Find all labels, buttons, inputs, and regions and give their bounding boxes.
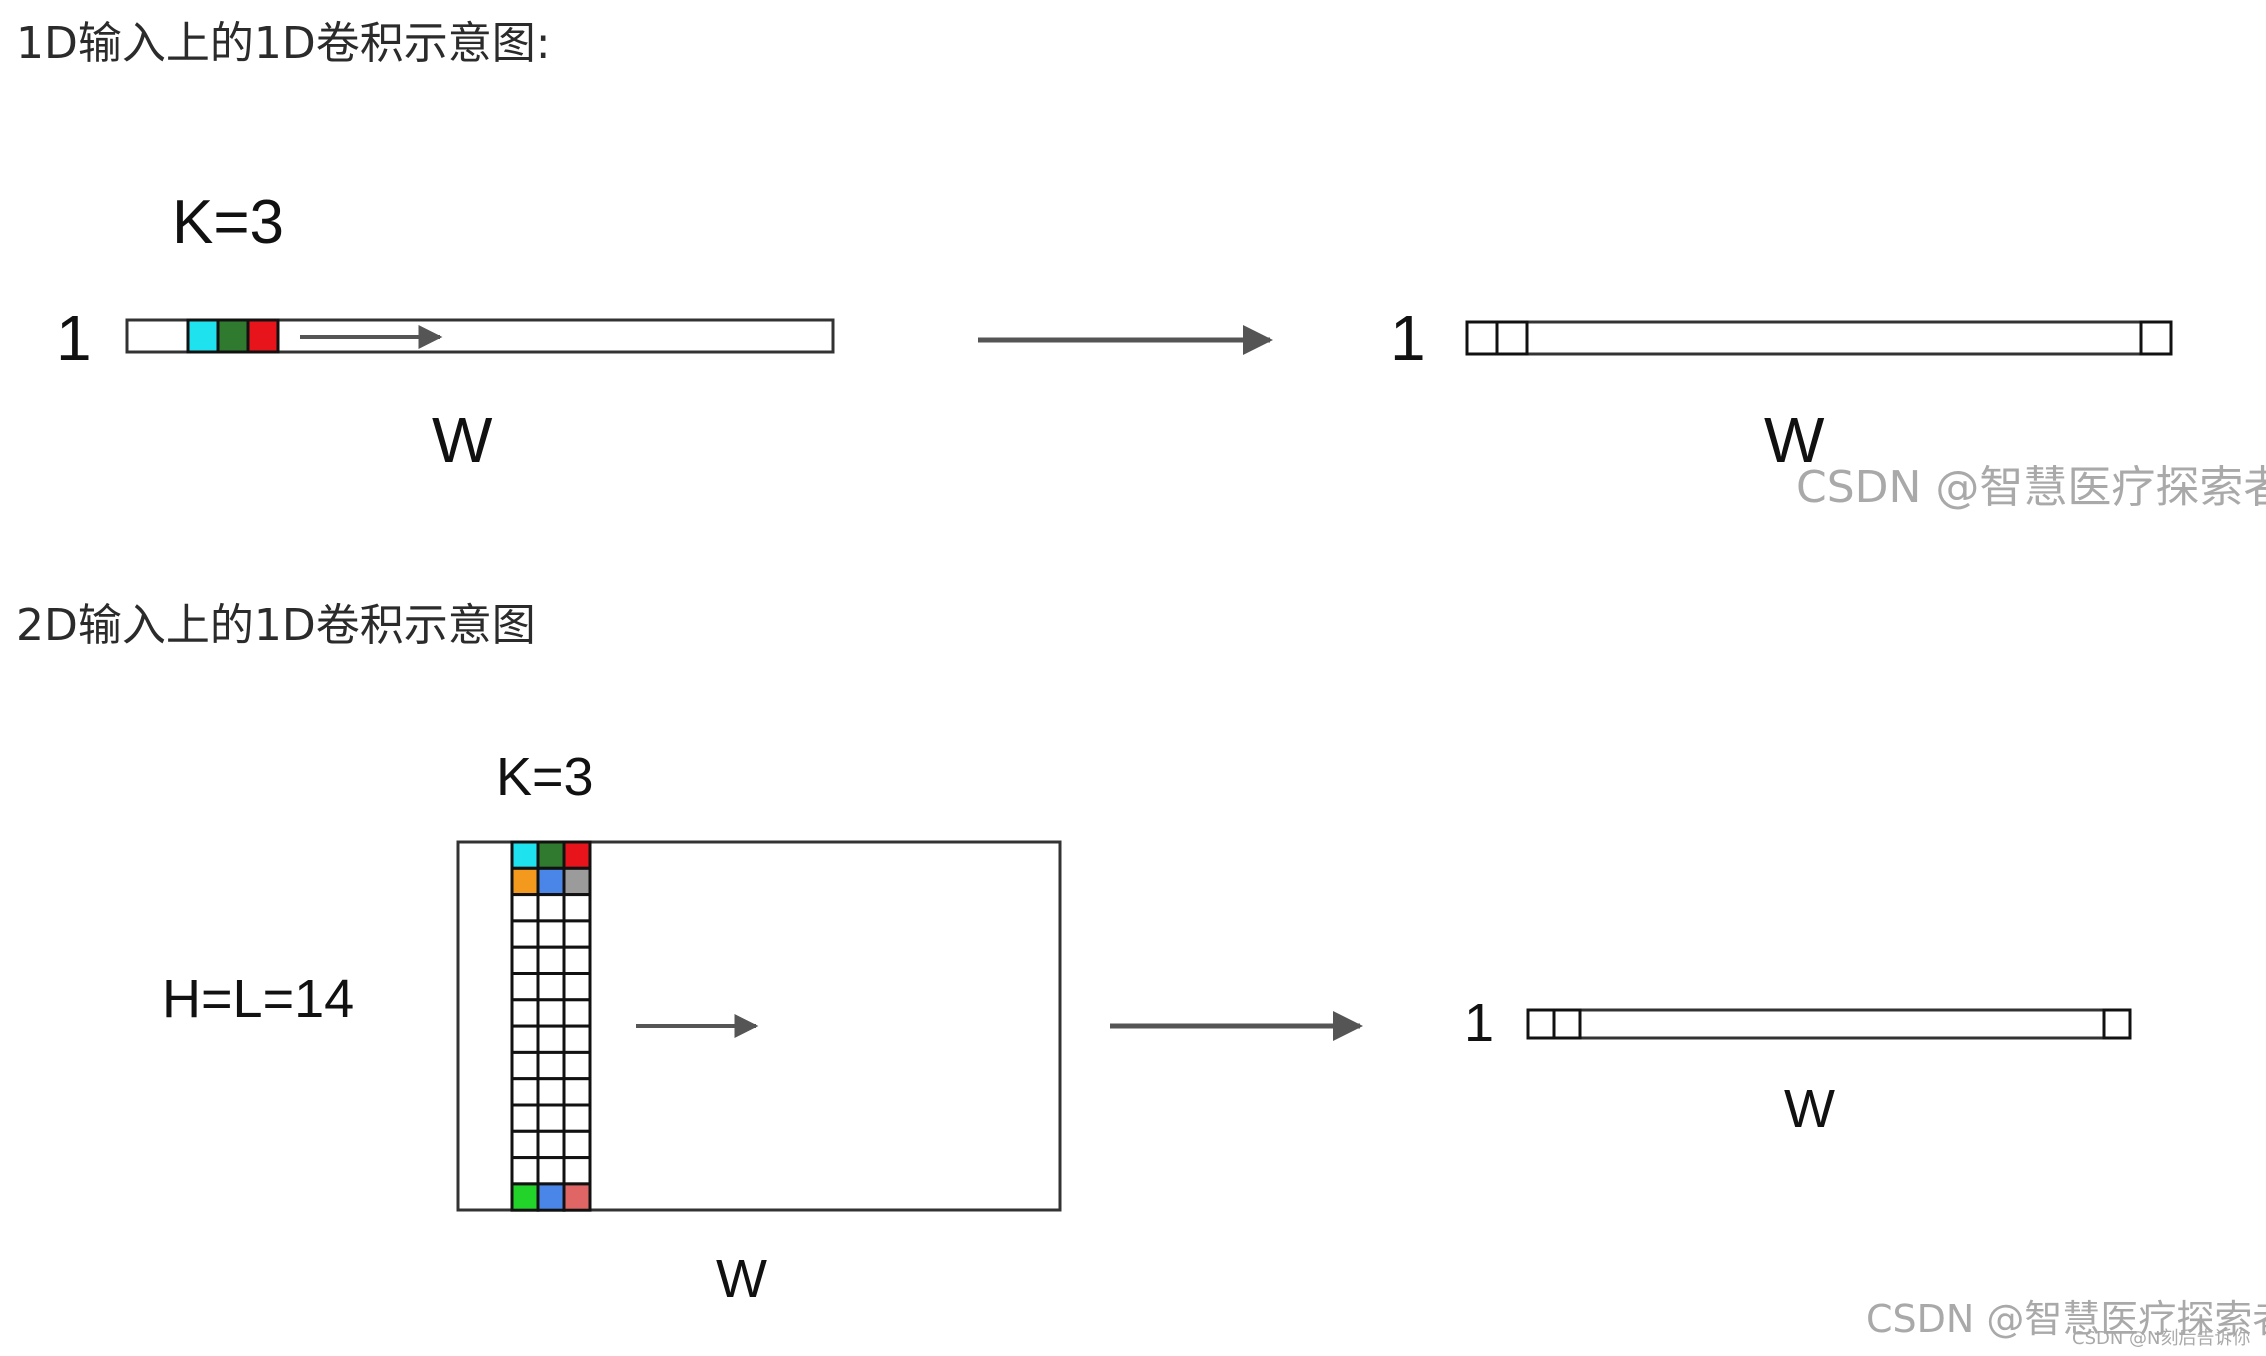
kernel-cell-r12-c1	[510, 1129, 540, 1160]
section1-input-height-label: 1	[56, 302, 92, 374]
section2-heading: 2D输入上的1D卷积示意图	[16, 600, 536, 651]
kernel-cell-r6-c2	[536, 972, 566, 1002]
watermark-bottom-small: CSDN @N刻后告诉你	[2072, 1328, 2251, 1349]
section1-kernel-cell-2	[216, 318, 250, 354]
section1-kernel-cell-1	[186, 318, 220, 354]
kernel-cell-r14-c1	[510, 1182, 540, 1212]
kernel-cell-r8-c2	[536, 1024, 566, 1054]
kernel-cell-r14-c3	[562, 1182, 592, 1212]
kernel-cell-r9-c3	[562, 1050, 592, 1081]
kernel-cell-r6-c3	[562, 972, 592, 1002]
section2-output-width-label: W	[1784, 1079, 1835, 1139]
section2-output-height-label: 1	[1464, 993, 1495, 1053]
section1-kernel-cell-3	[246, 318, 280, 354]
kernel-cell-r11-c2	[536, 1103, 566, 1133]
section1-heading: 1D输入上的1D卷积示意图:	[16, 18, 551, 69]
kernel-cell-r4-c2	[536, 919, 566, 949]
kernel-cell-r1-c1	[510, 840, 540, 870]
kernel-cell-r9-c1	[510, 1050, 540, 1081]
kernel-cell-r13-c2	[536, 1156, 566, 1186]
section2-output-cell-last	[2102, 1008, 2132, 1040]
section1-output-height-label: 1	[1390, 302, 1426, 374]
kernel-cell-r8-c1	[510, 1024, 540, 1054]
section1-output-cell-last	[2139, 320, 2173, 356]
kernel-cell-r3-c2	[536, 893, 566, 923]
kernel-cell-r11-c3	[562, 1103, 592, 1133]
section2-kernel-grid	[510, 840, 592, 1212]
kernel-cell-r1-c2	[536, 840, 566, 870]
section2-output-cell-2	[1552, 1008, 1582, 1040]
kernel-cell-r10-c1	[510, 1077, 540, 1107]
kernel-cell-r10-c3	[562, 1077, 592, 1107]
kernel-cell-r5-c2	[536, 945, 566, 976]
kernel-cell-r13-c1	[510, 1156, 540, 1186]
section2-input-height-label: H=L=14	[162, 969, 355, 1029]
section1-output-strip	[1465, 320, 2173, 356]
kernel-cell-r12-c3	[562, 1129, 592, 1160]
section1-output-cell-1	[1465, 320, 1499, 356]
kernel-cell-r10-c2	[536, 1077, 566, 1107]
section1-output-width-label: W	[1764, 404, 1825, 476]
watermark-top: CSDN @智慧医疗探索者	[1796, 462, 2266, 513]
kernel-cell-r7-c1	[510, 998, 540, 1028]
kernel-cell-r5-c1	[510, 945, 540, 976]
section1-kernel-label: K=3	[172, 188, 285, 257]
section2-output-cell-1	[1526, 1008, 1556, 1040]
kernel-cell-r2-c1	[510, 866, 540, 897]
kernel-cell-r12-c2	[536, 1129, 566, 1160]
section2-output-strip	[1526, 1008, 2132, 1040]
kernel-cell-r11-c1	[510, 1103, 540, 1133]
kernel-cell-r1-c3	[562, 840, 592, 870]
kernel-cell-r3-c3	[562, 893, 592, 923]
kernel-cell-r2-c2	[536, 866, 566, 897]
kernel-cell-r7-c3	[562, 998, 592, 1028]
kernel-cell-r5-c3	[562, 945, 592, 976]
section1-input-width-label: W	[432, 404, 493, 476]
watermark-bottom: CSDN @智慧医疗探索者	[1866, 1297, 2266, 1341]
kernel-cell-r8-c3	[562, 1024, 592, 1054]
kernel-cell-r3-c1	[510, 893, 540, 923]
kernel-cell-r4-c3	[562, 919, 592, 949]
kernel-cell-r14-c2	[536, 1182, 566, 1212]
section1-output-cell-2	[1495, 320, 1529, 356]
section2-kernel-label: K=3	[496, 747, 594, 807]
kernel-cell-r4-c1	[510, 919, 540, 949]
kernel-cell-r13-c3	[562, 1156, 592, 1186]
kernel-cell-r9-c2	[536, 1050, 566, 1081]
kernel-cell-r6-c1	[510, 972, 540, 1002]
kernel-cell-r2-c3	[562, 866, 592, 897]
kernel-cell-r7-c2	[536, 998, 566, 1028]
section2-input-width-label: W	[716, 1249, 767, 1309]
